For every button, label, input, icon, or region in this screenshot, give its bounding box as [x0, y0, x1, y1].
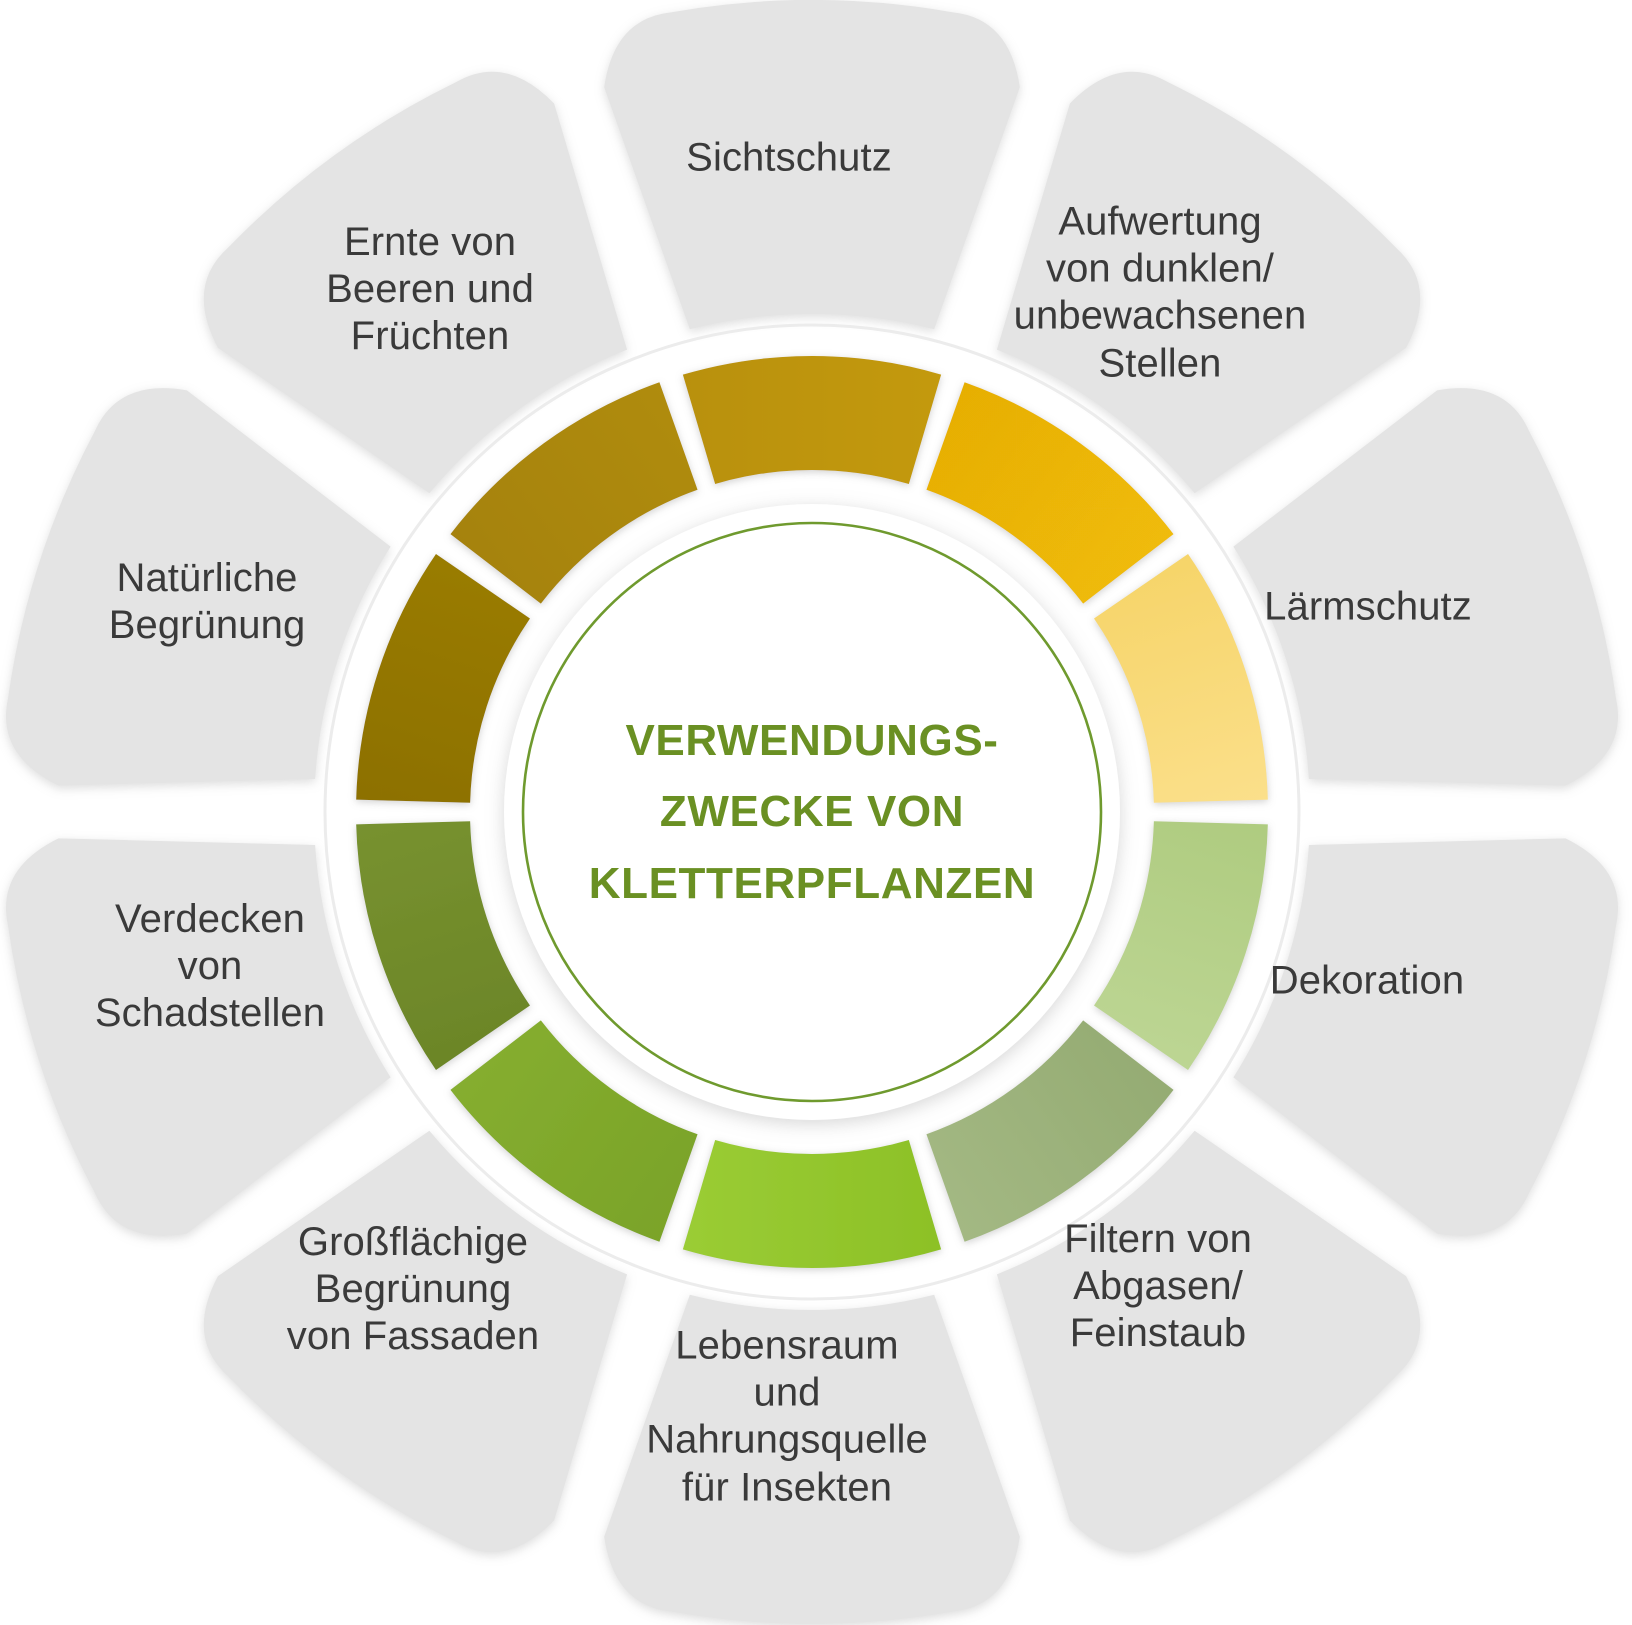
ring-segment-4[interactable]: [926, 1020, 1174, 1242]
ring-segment-6[interactable]: [450, 1020, 698, 1242]
petal-0[interactable]: [604, 0, 1020, 330]
center-circle-outline: [521, 521, 1103, 1103]
petal-layer: [5, 0, 1619, 1624]
guide-circle: [323, 323, 1301, 1301]
petal-3[interactable]: [1233, 838, 1619, 1236]
ring-segment-3[interactable]: [1094, 821, 1268, 1070]
ring-segment-2[interactable]: [1094, 554, 1268, 803]
petal-9[interactable]: [203, 71, 628, 494]
petal-2[interactable]: [1233, 388, 1619, 786]
ring-segment-0[interactable]: [682, 356, 942, 484]
petal-1[interactable]: [996, 71, 1421, 494]
petal-6[interactable]: [203, 1130, 628, 1553]
petal-4[interactable]: [996, 1130, 1421, 1553]
petal-7[interactable]: [5, 838, 391, 1236]
ring-segment-8[interactable]: [356, 554, 530, 803]
ring-segment-1[interactable]: [926, 382, 1174, 604]
ring-segment-5[interactable]: [682, 1140, 942, 1268]
center-circle: [504, 504, 1120, 1120]
petal-5[interactable]: [604, 1294, 1020, 1624]
petal-8[interactable]: [5, 388, 391, 786]
ring-segment-9[interactable]: [450, 382, 698, 604]
color-ring-layer: [356, 356, 1268, 1268]
center-title: VERWENDUNGS- ZWECKE VON KLETTERPFLANZEN: [588, 716, 1036, 908]
ring-segment-7[interactable]: [356, 821, 530, 1070]
